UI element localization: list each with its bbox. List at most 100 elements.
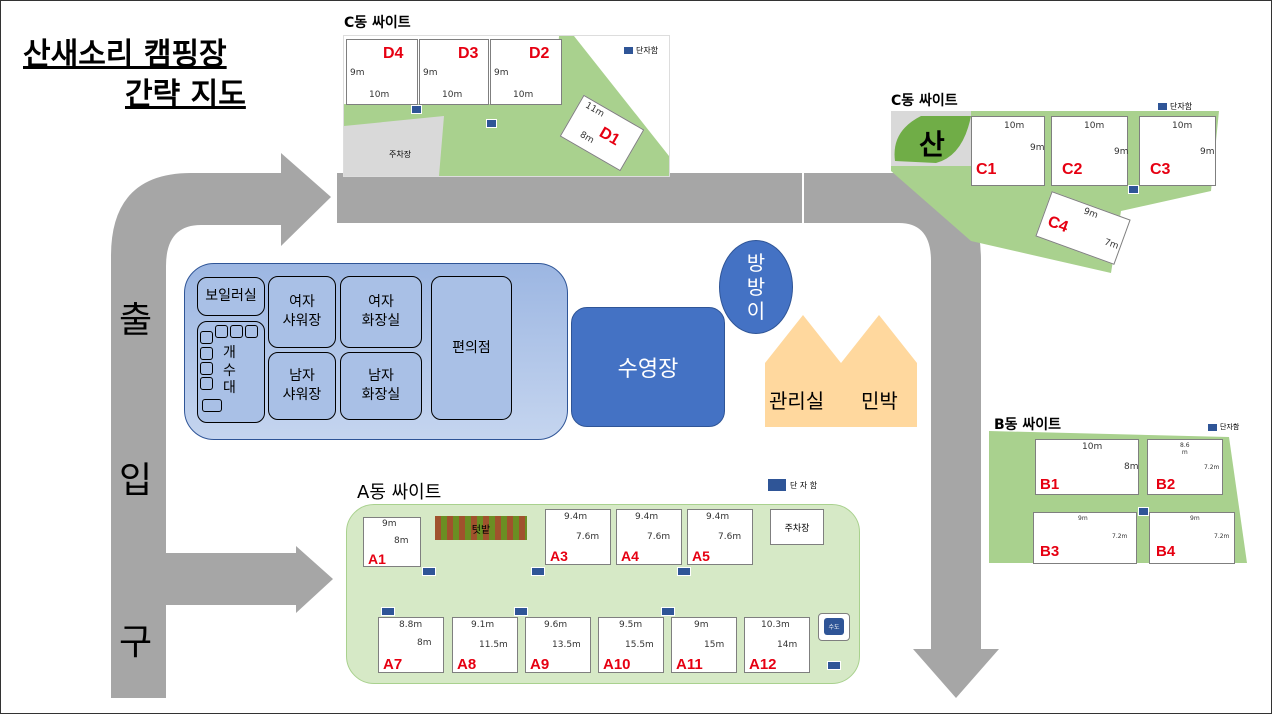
top-road-right: [804, 173, 899, 223]
site-d3-height: 9m: [423, 68, 438, 78]
site-c2[interactable]: C2 10m 9m: [1051, 116, 1129, 186]
site-a9[interactable]: A9 9.6m 13.5m: [525, 617, 591, 673]
water-tap-station[interactable]: 수도: [818, 613, 850, 641]
site-a7-width: 8.8m: [399, 620, 423, 630]
c-top-section-label: C동 싸이트: [344, 15, 411, 31]
site-a9-label: A9: [530, 656, 550, 673]
site-a7-height: 8m: [417, 638, 432, 648]
site-a12-label: A12: [749, 656, 777, 673]
convenience-store[interactable]: 편의점: [431, 276, 512, 420]
site-a3-height: 7.6m: [576, 532, 600, 542]
site-d3[interactable]: D3 10m 9m: [419, 39, 489, 105]
site-a8[interactable]: A8 9.1m 11.5m: [452, 617, 518, 673]
site-a1[interactable]: A1 9m 8m: [363, 517, 421, 567]
site-d4-width: 10m: [369, 90, 390, 100]
site-a1-label: A1: [368, 551, 386, 567]
sink-basin: [200, 347, 213, 360]
site-d4[interactable]: D4 10m 9m: [346, 39, 418, 105]
sink-basin: [202, 399, 222, 412]
shelter-icon: [1138, 507, 1149, 516]
site-a11[interactable]: A11 9m 15m: [671, 617, 737, 673]
site-b2-label: B2: [1156, 476, 1176, 493]
site-d2-height: 9m: [494, 68, 509, 78]
shelter-icon: [486, 119, 497, 128]
site-a5[interactable]: A5 9.4m 7.6m: [687, 509, 753, 565]
site-a11-height: 15m: [704, 640, 725, 650]
c-right-section-label: C동 싸이트: [891, 93, 958, 109]
site-a1-width: 9m: [382, 519, 397, 529]
site-b1-height: 8m: [1124, 462, 1139, 472]
sink-label: 개 수 대: [223, 345, 236, 396]
shelter-icon: [827, 661, 841, 670]
site-a7-label: A7: [383, 656, 403, 673]
site-d2-width: 10m: [513, 90, 534, 100]
mountain-label: 산: [919, 128, 945, 161]
site-a8-width: 9.1m: [471, 620, 495, 630]
site-c3[interactable]: C3 10m 9m: [1139, 116, 1216, 186]
site-b2[interactable]: B2 8.6 m 7.2m: [1147, 439, 1223, 495]
site-a4-height: 7.6m: [647, 532, 671, 542]
a-shelter-label: 단 자 함: [790, 480, 818, 490]
site-a12-height: 14m: [777, 640, 798, 650]
site-a8-height: 11.5m: [479, 640, 508, 650]
site-a9-width: 9.6m: [544, 620, 568, 630]
site-c2-height: 9m: [1114, 147, 1129, 157]
right-exit-road: [899, 173, 999, 698]
swimming-pool[interactable]: 수영장: [571, 307, 725, 427]
women-shower-room[interactable]: 여자 샤워장: [268, 276, 336, 348]
site-a10-width: 9.5m: [619, 620, 643, 630]
lodging-label[interactable]: 민박: [861, 389, 898, 413]
shelter-icon: [422, 567, 436, 576]
site-d2-label: D2: [529, 45, 550, 62]
map-title-line1: 산새소리 캠핑장: [23, 37, 227, 72]
site-b3[interactable]: B3 9m 7.2m: [1033, 512, 1137, 564]
site-a10[interactable]: A10 9.5m 15.5m: [598, 617, 664, 673]
site-a10-label: A10: [603, 656, 631, 673]
d-shelter-label: 단자함: [636, 46, 659, 55]
men-shower-room[interactable]: 남자 샤워장: [268, 352, 336, 420]
site-d1-label: D1: [596, 124, 623, 150]
site-a7[interactable]: A7 8.8m 8m: [378, 617, 444, 673]
site-a12[interactable]: A12 10.3m 14m: [744, 617, 810, 673]
room-building[interactable]: 방 방 이: [719, 240, 793, 334]
sink-basin: [200, 331, 213, 344]
top-road: [337, 173, 802, 223]
site-b3-label: B3: [1040, 543, 1060, 560]
site-d2[interactable]: D2 10m 9m: [490, 39, 562, 105]
office-label[interactable]: 관리실: [769, 389, 825, 413]
site-c3-height: 9m: [1200, 147, 1215, 157]
site-b4[interactable]: B4 9m 7.2m: [1149, 512, 1235, 564]
map-title-line2: 간략 지도: [125, 77, 246, 112]
water-tap-icon: 수도: [824, 618, 844, 635]
site-b1[interactable]: B1 10m 8m: [1035, 439, 1139, 495]
women-toilet[interactable]: 여자 화장실: [340, 276, 422, 348]
site-c3-label: C3: [1150, 161, 1171, 178]
site-a4[interactable]: A4 9.4m 7.6m: [616, 509, 682, 565]
site-d4-label: D4: [383, 45, 404, 62]
sink-basin: [230, 325, 243, 338]
d-parking-label: 주차장: [389, 150, 412, 159]
site-c4-height: 7m: [1102, 237, 1120, 252]
site-c1-label: C1: [976, 161, 997, 178]
site-a11-label: A11: [676, 656, 703, 673]
shelter-icon: [381, 607, 395, 616]
a-parking-lot[interactable]: 주차장: [770, 509, 824, 545]
sink-basin: [245, 325, 258, 338]
site-a9-height: 13.5m: [552, 640, 581, 650]
site-a1-height: 8m: [394, 536, 409, 546]
shelter-icon: [531, 567, 545, 576]
site-c2-label: C2: [1062, 161, 1083, 178]
c-shelter-label: 단자함: [1170, 102, 1193, 111]
site-c2-width: 10m: [1084, 121, 1105, 131]
site-a3[interactable]: A3 9.4m 7.6m: [545, 509, 611, 565]
men-toilet[interactable]: 남자 화장실: [340, 352, 422, 420]
site-c4-label: C4: [1045, 213, 1071, 237]
site-a4-width: 9.4m: [635, 512, 659, 522]
site-c1[interactable]: C1 10m 9m: [971, 116, 1045, 186]
b-section-label: B동 싸이트: [994, 417, 1062, 433]
site-b3-width: 9m: [1078, 515, 1088, 522]
boiler-room[interactable]: 보일러실: [197, 277, 265, 316]
site-b2-width: 8.6 m: [1180, 442, 1190, 456]
shelter-icon: [514, 607, 528, 616]
